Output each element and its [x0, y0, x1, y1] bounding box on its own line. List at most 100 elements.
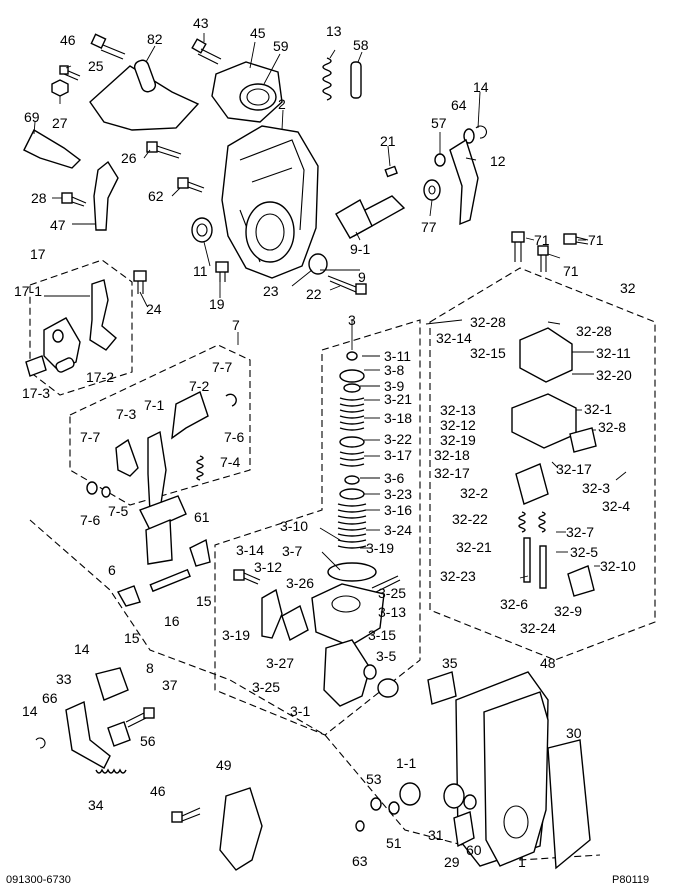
label-12: 12	[490, 153, 506, 169]
label-26: 26	[121, 150, 137, 166]
label-25: 25	[88, 58, 104, 74]
label-49: 49	[216, 757, 232, 773]
label-32-28-a: 32-28	[470, 314, 506, 330]
label-32: 32	[620, 280, 636, 296]
block-32-1	[511, 393, 577, 449]
bolt-43	[191, 38, 222, 65]
spring-34	[95, 768, 127, 774]
clip-32-9	[567, 565, 595, 597]
spring-7-4	[196, 455, 204, 481]
label-9-1: 9-1	[350, 241, 370, 257]
ring-53	[370, 797, 382, 811]
label-32-13: 32-13	[440, 402, 476, 418]
bolt-37	[125, 707, 155, 728]
group-7-outline	[69, 344, 251, 506]
spring-32-7	[538, 511, 546, 533]
plug-32-8	[569, 427, 597, 453]
pump-body-parts	[355, 671, 591, 870]
clamp-56	[107, 721, 131, 747]
label-47: 47	[50, 217, 66, 233]
label-32-12: 32-12	[440, 417, 476, 433]
label-37: 37	[162, 677, 178, 693]
label-32-22: 32-22	[452, 511, 488, 527]
plate-29	[453, 811, 475, 848]
label-64: 64	[451, 97, 467, 113]
clip-14b	[35, 737, 46, 749]
label-3-23: 3-23	[384, 486, 412, 502]
label-32-24: 32-24	[520, 620, 556, 636]
nut-27	[51, 79, 69, 97]
label-29: 29	[444, 854, 460, 870]
label-6: 6	[108, 562, 116, 578]
label-32-17-a: 32-17	[434, 465, 470, 481]
label-32-10: 32-10	[600, 558, 636, 574]
bolts-71	[511, 231, 589, 272]
label-3-16: 3-16	[384, 502, 412, 518]
bolt-46b	[171, 807, 201, 823]
label-30: 30	[566, 725, 582, 741]
label-3-7: 3-7	[282, 543, 302, 559]
label-3-19-a: 3-19	[366, 540, 394, 556]
label-34: 34	[88, 797, 104, 813]
group-7-parts	[86, 391, 237, 607]
pin-21	[384, 165, 398, 178]
label-32-21: 32-21	[456, 539, 492, 555]
label-17-1: 17-1	[14, 283, 42, 299]
label-17: 17	[30, 246, 46, 262]
label-32-11: 32-11	[596, 345, 631, 361]
gasket-30	[547, 739, 591, 870]
label-53: 53	[366, 771, 382, 787]
label-32-2: 32-2	[460, 485, 488, 501]
ring-63	[355, 820, 365, 832]
group-32-outline	[429, 267, 656, 661]
label-32-28-b: 32-28	[576, 323, 612, 339]
label-32-9: 32-9	[554, 603, 582, 619]
link-7-3	[115, 438, 139, 477]
label-46: 46	[60, 32, 76, 48]
fork-6	[145, 518, 173, 565]
label-3-8: 3-8	[384, 362, 404, 378]
bracket-33	[65, 700, 111, 769]
bolt-24	[133, 270, 147, 294]
label-48: 48	[540, 655, 556, 671]
label-7-2: 7-2	[189, 378, 209, 394]
label-56: 56	[140, 733, 156, 749]
label-7-6-b: 7-6	[80, 512, 100, 528]
bolt-28	[61, 192, 87, 207]
gasket-59	[239, 83, 277, 111]
label-7-5: 7-5	[108, 503, 128, 519]
plug-3-5	[377, 678, 399, 698]
label-77: 77	[421, 219, 437, 235]
label-71-c: 71	[563, 263, 579, 279]
label-32-7: 32-7	[566, 524, 594, 540]
rod-3-25	[371, 575, 401, 593]
label-7-4: 7-4	[220, 454, 240, 470]
label-60: 60	[466, 842, 482, 858]
label-32-14: 32-14	[436, 330, 472, 346]
group-32-parts	[511, 231, 597, 597]
footer-right-code: P80119	[612, 874, 649, 886]
label-3-18: 3-18	[384, 410, 412, 426]
group-17-parts	[25, 270, 147, 377]
cover-32-11	[519, 327, 573, 383]
label-32-1: 32-1	[584, 401, 612, 417]
pin-3-26	[281, 604, 309, 642]
part-labels: 43 45 59 13 58 46 82 25 27 69 2 14 64 57…	[14, 15, 636, 870]
label-32-17-b: 32-17	[556, 461, 592, 477]
label-59: 59	[273, 38, 289, 54]
plunger-32-5	[539, 545, 547, 589]
pin-58	[350, 61, 362, 99]
clip-15b	[116, 585, 141, 607]
label-46-b: 46	[150, 783, 166, 799]
label-9: 9	[358, 269, 366, 285]
label-3-12: 3-12	[254, 559, 282, 575]
label-32-20: 32-20	[596, 367, 632, 383]
pump-body-1	[483, 691, 549, 867]
label-8: 8	[146, 660, 154, 676]
label-3-5: 3-5	[376, 648, 396, 664]
label-7-1: 7-1	[144, 397, 164, 413]
leader-lines	[33, 33, 627, 579]
label-31: 31	[428, 827, 444, 843]
label-16: 16	[164, 613, 180, 629]
group-17-outline	[29, 259, 133, 396]
